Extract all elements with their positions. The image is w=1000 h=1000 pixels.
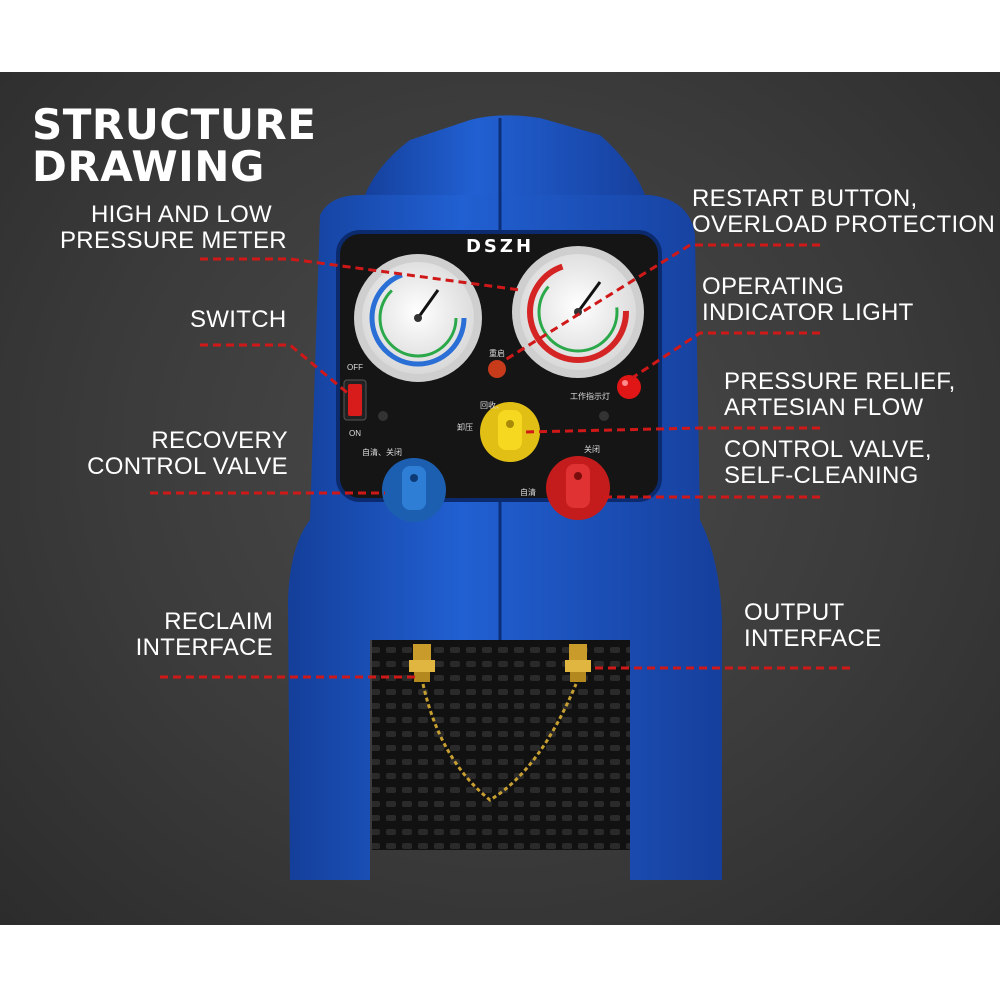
self-clean-right-cn-text: 自清	[520, 487, 536, 497]
blue-recovery-knob: 自清、关闭	[362, 447, 446, 522]
leader-restart	[504, 243, 820, 362]
brand-logo: DSZH	[466, 236, 534, 257]
red-control-knob: 关闭 自清	[520, 444, 610, 520]
reclaim-port	[409, 644, 435, 682]
switch-on-text: ON	[349, 429, 361, 438]
title-line-1: STRUCTURE	[32, 100, 317, 149]
panel-screw	[599, 411, 609, 421]
leader-pressure-meter	[200, 257, 521, 292]
close-right-cn-text: 关闭	[584, 444, 600, 454]
switch-off-text: OFF	[347, 363, 363, 372]
recover-cn-text: 回收、	[480, 400, 504, 410]
title-line-2: DRAWING	[32, 142, 265, 191]
indicator-cn-text: 工作指示灯	[570, 391, 610, 401]
label-control-valve: CONTROL VALVE,SELF-CLEANING	[724, 436, 932, 489]
label-switch: SWITCH	[190, 306, 287, 333]
power-switch: OFF ON	[343, 363, 367, 438]
panel-screw	[378, 411, 388, 421]
product-photo: DSZH OFF ON 重启 工作指示灯 回收、 卸压	[0, 72, 1000, 925]
handle	[360, 115, 650, 210]
brass-chain	[421, 683, 578, 802]
recovery-machine-illustration: DSZH OFF ON 重启 工作指示灯 回收、 卸压	[150, 115, 850, 880]
leader-relief	[524, 426, 820, 434]
high-pressure-gauge	[512, 246, 644, 378]
leader-lines	[150, 243, 850, 679]
leader-indicator	[631, 331, 820, 380]
label-restart: RESTART BUTTON,OVERLOAD PROTECTION	[692, 185, 996, 238]
label-relief: PRESSURE RELIEF,ARTESIAN FLOW	[724, 368, 956, 421]
low-pressure-gauge	[354, 254, 482, 382]
output-port	[565, 644, 591, 682]
restart-button: 重启	[488, 348, 506, 378]
indicator-light: 工作指示灯	[570, 375, 641, 401]
leader-switch	[200, 343, 351, 397]
self-close-left-cn-text: 自清、关闭	[362, 447, 402, 457]
relief-cn-text: 卸压	[457, 422, 473, 432]
restart-cn-text: 重启	[489, 348, 505, 358]
yellow-relief-knob: 回收、 卸压	[457, 400, 540, 462]
